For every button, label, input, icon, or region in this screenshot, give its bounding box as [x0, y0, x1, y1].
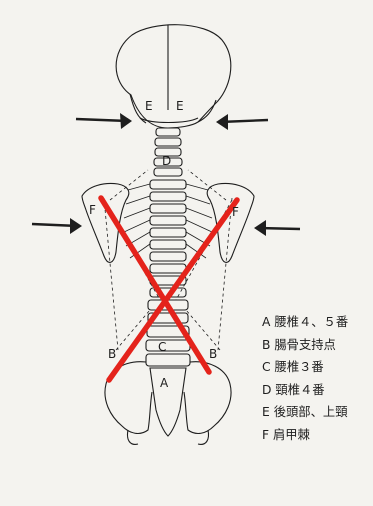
legend-item-e: E 後頭部、上頸	[262, 403, 367, 426]
arrow-right-lower-icon	[32, 218, 82, 234]
legend-item-d: D 頸椎４番	[262, 381, 367, 404]
legend-item-a: A 腰椎４、５番	[262, 313, 367, 336]
label-d: D	[162, 154, 171, 168]
legend-item-b: B 腸骨支持点	[262, 336, 367, 359]
legend-item-f: F 肩甲棘	[262, 426, 367, 449]
label-e-right: E	[176, 99, 184, 113]
scapula-right	[207, 184, 254, 263]
label-f-right: F	[232, 205, 239, 219]
arrow-left-upper-icon	[216, 114, 268, 130]
label-b-right: B	[209, 347, 217, 361]
arrow-left-lower-icon	[254, 220, 300, 236]
rib-lines	[124, 184, 212, 258]
label-a: A	[160, 376, 169, 390]
arrow-right-upper-icon	[76, 113, 132, 129]
scapula-left	[82, 184, 129, 263]
cross-line-2	[109, 200, 237, 380]
label-f-left: F	[89, 203, 96, 217]
arrows	[32, 113, 300, 236]
legend: A 腰椎４、５番 B 腸骨支持点 C 腰椎３番 D 頸椎４番 E 後頭部、上頸 …	[262, 313, 367, 449]
label-e-left: E	[145, 99, 153, 113]
cross-line-1	[101, 198, 209, 372]
cervical-vertebrae	[154, 128, 182, 176]
legend-item-c: C 腰椎３番	[262, 358, 367, 381]
femur-left	[127, 430, 138, 444]
skull-outline	[116, 25, 231, 128]
femur-right	[198, 430, 209, 444]
label-c: C	[158, 340, 166, 354]
label-b-left: B	[108, 347, 116, 361]
